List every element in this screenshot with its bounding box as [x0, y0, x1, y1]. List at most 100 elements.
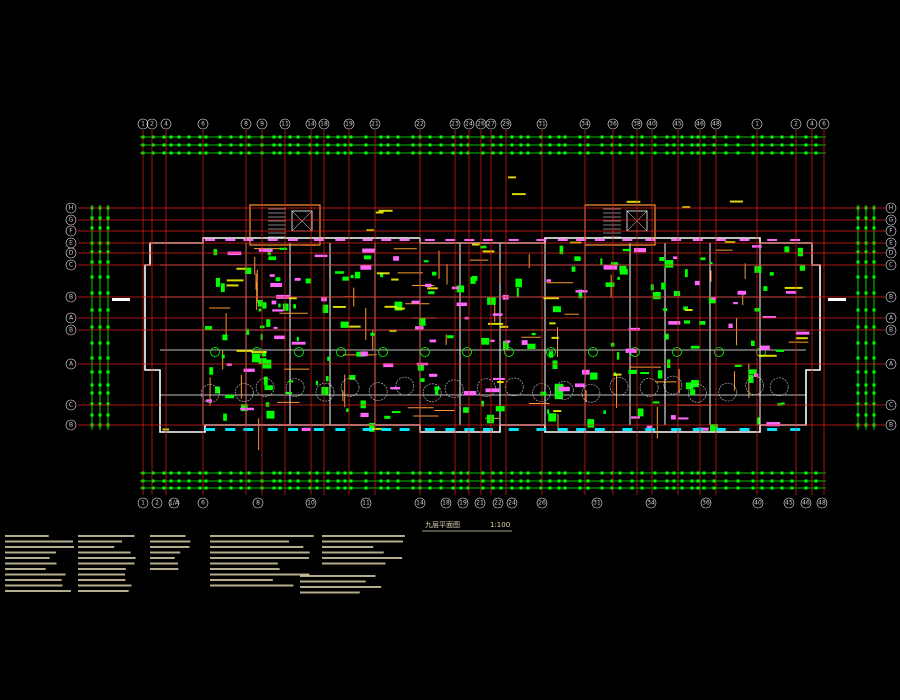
- window-mark: [790, 239, 801, 241]
- annotation-mark: [543, 297, 559, 300]
- dimension-tick: [856, 325, 860, 329]
- furniture-block: [694, 280, 700, 286]
- plant-symbol: [368, 382, 388, 401]
- dimension-tick: [610, 135, 614, 139]
- dimension-tick: [872, 308, 876, 312]
- plant-symbol: [340, 378, 360, 397]
- dimension-tick: [379, 471, 383, 475]
- dimension-tick: [780, 143, 784, 147]
- dimension-tick: [106, 308, 110, 312]
- dimension-tick: [618, 151, 622, 155]
- furniture-block: [362, 248, 375, 253]
- plant-symbol: [234, 383, 254, 402]
- dimension-tick: [349, 479, 353, 483]
- dimension-tick: [491, 151, 495, 155]
- plant-symbol: [315, 382, 335, 402]
- plant-symbol: [422, 383, 442, 403]
- axis-bubble-top: 4: [806, 118, 818, 130]
- axis-bubble-label: 21: [371, 121, 379, 128]
- dimension-tick: [736, 143, 740, 147]
- fixture-block: [434, 386, 440, 391]
- dimension-tick: [177, 143, 181, 147]
- dimension-tick: [90, 226, 94, 230]
- axis-bubble-label: 1/A: [169, 500, 180, 507]
- furniture-block: [737, 290, 747, 295]
- window-mark: [622, 428, 633, 431]
- dimension-tick: [696, 143, 700, 147]
- axis-bubble-bottom: 1: [137, 497, 149, 509]
- dimension-tick: [872, 260, 876, 264]
- furniture-block: [646, 425, 653, 430]
- annotation-mark: [784, 286, 803, 289]
- dimension-tick: [162, 471, 166, 475]
- note-line: [210, 562, 278, 565]
- dimension-tick: [466, 135, 470, 139]
- dimension-tick: [653, 143, 657, 147]
- fixture-block: [527, 343, 536, 349]
- axis-bubble-label: 6: [201, 500, 205, 507]
- axis-bubble-circle: [474, 497, 486, 509]
- fixture-block: [605, 282, 615, 287]
- fixture-block: [628, 369, 638, 374]
- window-mark: [225, 239, 236, 241]
- dimension-tick: [229, 471, 233, 475]
- annotation-mark: [375, 211, 384, 214]
- plant-symbol: [477, 378, 496, 398]
- dimension-tick: [680, 135, 684, 139]
- dimension-tick: [218, 479, 222, 483]
- dimension-tick: [386, 471, 390, 475]
- fixture-block: [418, 317, 426, 326]
- note-line: [78, 551, 131, 554]
- window-mark: [645, 428, 656, 431]
- fixture-block: [709, 261, 713, 265]
- fixture-block: [265, 402, 270, 407]
- fixture-block: [748, 369, 757, 375]
- fixture-block: [548, 413, 557, 422]
- axis-bubble-bottom: 11: [360, 497, 372, 509]
- dimension-tick: [760, 486, 764, 490]
- dimension-tick: [872, 341, 876, 345]
- axis-bubble-top: 29: [500, 118, 512, 130]
- axis-bubble-circle: [579, 118, 591, 130]
- axis-bubble-label: C: [889, 262, 893, 269]
- window-mark: [482, 428, 493, 431]
- note-line: [5, 557, 50, 559]
- dimension-tick: [308, 151, 312, 155]
- dimension-tick: [177, 486, 181, 490]
- dimension-tick: [379, 143, 383, 147]
- dimension-tick: [198, 143, 202, 147]
- dimension-tick: [90, 383, 94, 387]
- dimension-tick: [218, 486, 222, 490]
- dimension-tick: [804, 143, 808, 147]
- furniture-block: [546, 279, 552, 282]
- dimension-tick: [106, 370, 110, 374]
- dimension-tick: [90, 402, 94, 406]
- fixture-block: [315, 380, 318, 386]
- dimension-tick: [578, 486, 582, 490]
- axis-bubble-label: H: [889, 205, 894, 212]
- window-mark: [362, 239, 373, 241]
- axis-bubble-label: 21: [476, 500, 484, 507]
- dimension-tick: [712, 479, 716, 483]
- dimension-tick: [499, 151, 503, 155]
- axis-bubble-label: 46: [802, 500, 810, 507]
- dimension-tick: [451, 143, 455, 147]
- dimension-tick: [814, 486, 818, 490]
- fixture-block: [354, 271, 361, 279]
- dimension-tick: [702, 479, 706, 483]
- fixture-block: [209, 367, 214, 375]
- axis-bubble-label: 6: [822, 121, 826, 128]
- dimension-tick: [428, 479, 432, 483]
- annotation-mark: [482, 250, 495, 253]
- fixture-block: [221, 354, 225, 359]
- axis-bubble-circle: [65, 225, 77, 237]
- axis-bubble-label: G: [69, 217, 74, 224]
- dimension-tick: [315, 151, 319, 155]
- dimension-tick: [239, 471, 243, 475]
- dimension-tick: [864, 356, 868, 360]
- window-mark: [536, 428, 547, 431]
- annotation-mark: [471, 243, 480, 246]
- axis-bubble-bottom: 2: [151, 497, 163, 509]
- dimension-tick: [343, 471, 347, 475]
- dimension-tick: [229, 143, 233, 147]
